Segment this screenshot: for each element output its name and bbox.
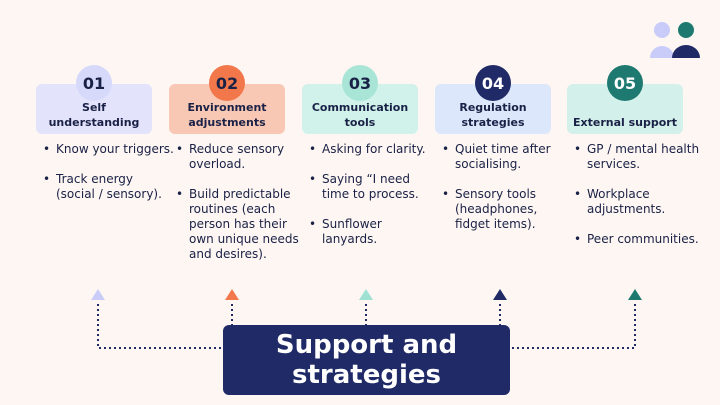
- list-item: Quiet time after socialising.: [442, 142, 573, 172]
- column-title: Communication tools: [311, 101, 409, 129]
- list-item: Saying “I need time to process.: [309, 172, 440, 202]
- two-people-icon: [650, 22, 700, 58]
- central-box: Support and strategies: [223, 325, 510, 395]
- number-badge: 01: [76, 65, 112, 101]
- column-title: Self understanding: [48, 101, 140, 129]
- bullet-list: Reduce sensory overload. Build predictab…: [175, 142, 307, 277]
- list-item: Workplace adjustments.: [574, 187, 705, 217]
- arrow-up-icon: [493, 289, 507, 300]
- bullet-list: Quiet time after socialising. Sensory to…: [441, 142, 573, 247]
- list-item: Reduce sensory overload.: [176, 142, 307, 172]
- bullet-list: Asking for clarity. Saying “I need time …: [308, 142, 440, 262]
- list-item: Peer communities.: [574, 232, 705, 247]
- number-badge: 04: [475, 65, 511, 101]
- arrow-up-icon: [628, 289, 642, 300]
- column-title: External support: [573, 116, 677, 129]
- central-title: Support and strategies: [275, 330, 458, 390]
- arrow-up-icon: [359, 289, 373, 300]
- list-item: Sensory tools (headphones, fidget items)…: [442, 187, 573, 232]
- column-title: Regulation strategies: [459, 101, 527, 129]
- number-badge: 05: [607, 65, 643, 101]
- column-title: Environment adjustments: [187, 101, 267, 129]
- bullet-list: Know your triggers. Track energy (social…: [42, 142, 174, 217]
- number-badge: 03: [342, 65, 378, 101]
- arrow-up-icon: [91, 289, 105, 300]
- list-item: Track energy (social / sensory).: [43, 172, 174, 202]
- list-item: Asking for clarity.: [309, 142, 440, 157]
- list-item: Sunflower lanyards.: [309, 217, 440, 247]
- number-badge: 02: [209, 65, 245, 101]
- list-item: Know your triggers.: [43, 142, 174, 157]
- list-item: Build predictable routines (each person …: [176, 187, 307, 262]
- connector-left: [97, 304, 223, 349]
- connector-right: [510, 304, 636, 349]
- arrow-up-icon: [225, 289, 239, 300]
- bullet-list: GP / mental health services. Workplace a…: [573, 142, 705, 262]
- list-item: GP / mental health services.: [574, 142, 705, 172]
